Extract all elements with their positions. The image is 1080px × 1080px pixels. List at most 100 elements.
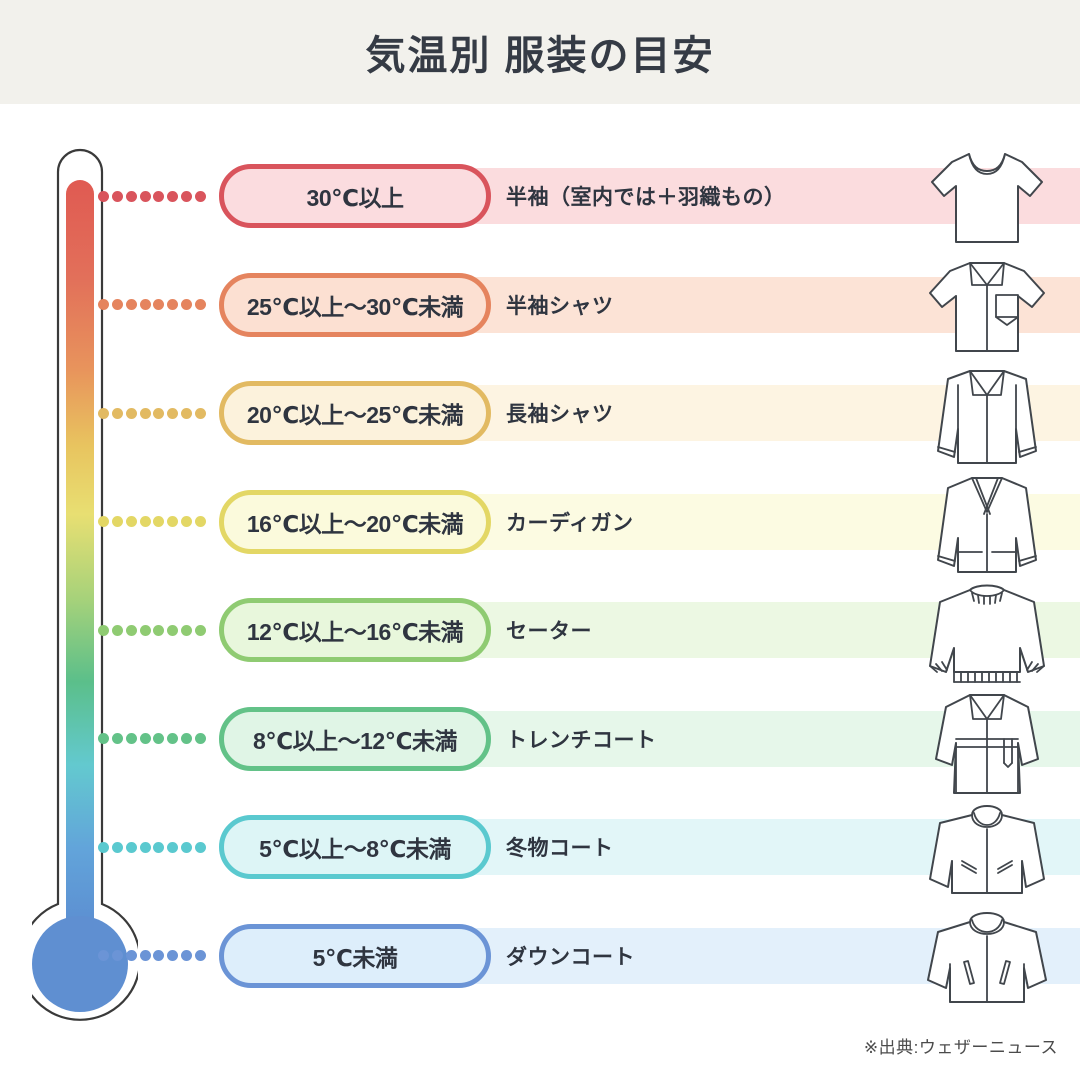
- connector-dot: [194, 624, 206, 636]
- clothing-label: カーディガン: [506, 511, 634, 535]
- connector-dot: [125, 190, 137, 202]
- temperature-range-pill[interactable]: 30℃以上: [219, 164, 491, 228]
- connector-dot: [167, 190, 179, 202]
- cardigan-icon: [912, 464, 1062, 584]
- connector-dot: [139, 407, 151, 419]
- dotted-connector: [98, 950, 206, 962]
- clothing-label: 半袖シャツ: [506, 294, 614, 318]
- connector-dot: [167, 516, 179, 527]
- dotted-connector: [98, 733, 206, 745]
- connector-dot: [125, 950, 137, 961]
- connector-dot: [181, 624, 193, 636]
- connector-dot: [167, 624, 179, 636]
- connector-dot: [153, 624, 165, 636]
- connector-dot: [125, 407, 137, 419]
- dotted-connector: [98, 516, 206, 528]
- temperature-range-label: 12℃以上～16℃未満: [246, 619, 464, 645]
- clothing-label: 半袖（室内では＋羽織もの）: [506, 186, 786, 209]
- connector-dot: [139, 190, 151, 202]
- connector-dot: [98, 516, 109, 527]
- clothing-label: セーター: [506, 620, 592, 643]
- temperature-range-pill[interactable]: 8℃以上～12℃未満: [219, 706, 491, 771]
- connector-dot: [98, 950, 109, 961]
- temperature-row: 8℃以上～12℃未満 トレンチコート: [0, 685, 1080, 794]
- connector-dot: [194, 299, 206, 310]
- temperature-range-label: 8℃以上～12℃未満: [252, 727, 458, 754]
- content-board: 30℃以上 半袖（室内では＋羽織もの） 25℃以上～30℃未満半袖シャツ 20℃以…: [0, 104, 1080, 1080]
- connector-dot: [167, 950, 179, 961]
- connector-dot: [181, 299, 193, 310]
- connector-dot: [153, 299, 165, 310]
- connector-dot: [125, 841, 137, 853]
- connector-dot: [98, 407, 109, 419]
- connector-dot: [181, 407, 193, 419]
- temperature-range-label: 5℃未満: [312, 944, 398, 971]
- temperature-row: 12℃以上～16℃未満 セーター: [0, 576, 1080, 684]
- source-credit: ※出典:ウェザーニュース: [863, 1038, 1058, 1057]
- dotted-connector: [98, 190, 206, 202]
- connector-dot: [167, 407, 179, 419]
- clothing-label: ダウンコート: [506, 945, 635, 969]
- connector-dot: [125, 299, 137, 310]
- connector-dot: [181, 733, 193, 744]
- connector-dot: [125, 733, 137, 744]
- connector-dot: [139, 733, 151, 744]
- temperature-range-label: 16℃以上～20℃未満: [246, 510, 464, 537]
- connector-dot: [111, 950, 123, 961]
- connector-dot: [98, 733, 109, 744]
- connector-dot: [167, 733, 179, 744]
- connector-dot: [194, 190, 206, 202]
- connector-dot: [111, 407, 123, 419]
- temperature-range-label: 30℃以上: [306, 185, 404, 211]
- down-jacket-icon: [912, 898, 1062, 1018]
- temperature-range-label: 20℃以上～25℃未満: [246, 402, 464, 428]
- connector-dot: [194, 407, 206, 419]
- connector-dot: [139, 299, 151, 310]
- connector-dot: [153, 733, 165, 744]
- connector-dot: [139, 950, 151, 961]
- connector-dot: [98, 624, 109, 636]
- connector-dot: [111, 516, 123, 527]
- clothing-label: 長袖シャツ: [506, 403, 614, 426]
- tshirt-icon: [912, 138, 1062, 258]
- dotted-connector: [98, 299, 206, 311]
- dotted-connector: [98, 841, 206, 853]
- temperature-range-pill[interactable]: 16℃以上～20℃未満: [219, 489, 491, 554]
- temperature-row: 25℃以上～30℃未満半袖シャツ: [0, 251, 1080, 359]
- connector-dot: [153, 950, 165, 961]
- connector-dot: [153, 841, 165, 853]
- connector-dot: [111, 733, 123, 744]
- temperature-range-pill[interactable]: 25℃以上～30℃未満: [219, 272, 491, 337]
- long-sleeve-shirt-icon: [912, 355, 1062, 475]
- connector-dot: [194, 950, 206, 961]
- connector-dot: [181, 841, 193, 853]
- temperature-range-pill[interactable]: 20℃以上～25℃未満: [219, 381, 491, 445]
- connector-dot: [167, 841, 179, 853]
- connector-dot: [194, 733, 206, 744]
- connector-dot: [98, 190, 109, 202]
- connector-dot: [139, 841, 151, 853]
- header: 気温別 服装の目安: [0, 0, 1080, 104]
- connector-dot: [153, 516, 165, 527]
- temperature-range-pill[interactable]: 5℃以上～8℃未満: [219, 815, 491, 879]
- temperature-range-pill[interactable]: 5℃未満: [219, 923, 491, 988]
- connector-dot: [98, 299, 109, 310]
- connector-dot: [153, 190, 165, 202]
- connector-dot: [153, 407, 165, 419]
- connector-dot: [181, 190, 193, 202]
- connector-dot: [125, 624, 137, 636]
- dotted-connector: [98, 407, 206, 419]
- connector-dot: [111, 841, 123, 853]
- dotted-connector: [98, 624, 206, 636]
- temperature-range-label: 5℃以上～8℃未満: [259, 836, 451, 862]
- temperature-range-pill[interactable]: 12℃以上～16℃未満: [219, 598, 491, 662]
- sweater-icon: [912, 572, 1062, 692]
- clothing-label: トレンチコート: [506, 728, 657, 752]
- connector-dot: [139, 624, 151, 636]
- winter-coat-icon: [912, 789, 1062, 909]
- connector-dot: [194, 841, 206, 853]
- connector-dot: [111, 624, 123, 636]
- trench-coat-icon: [912, 681, 1062, 801]
- temperature-row: 20℃以上～25℃未満 長袖シャツ: [0, 359, 1080, 467]
